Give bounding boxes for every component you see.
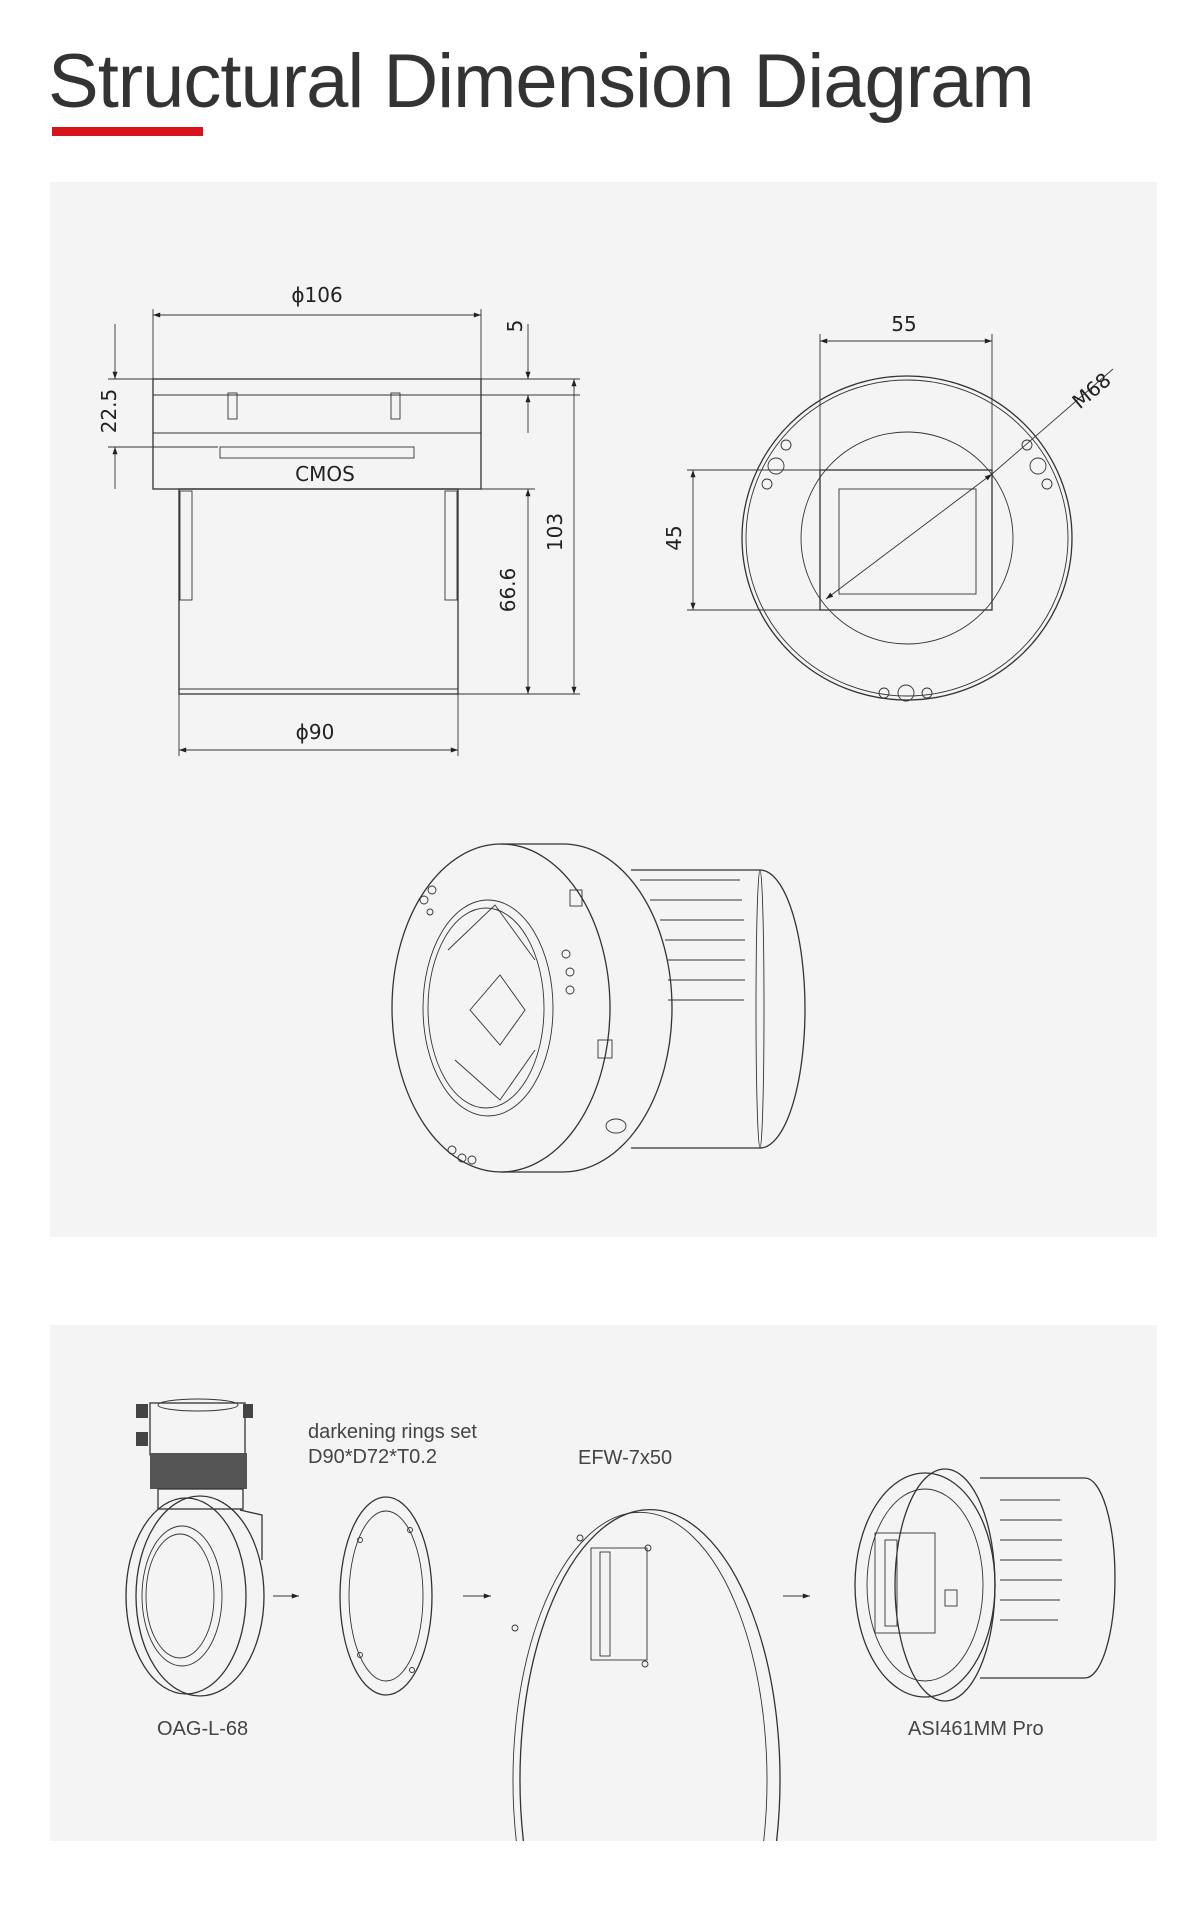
- flange-label: 5: [503, 320, 527, 333]
- darkening-ring-spec: D90*D72*T0.2: [308, 1446, 437, 1468]
- total-length-label: 103: [543, 513, 567, 551]
- bottom-diameter-label: ϕ90: [296, 720, 335, 744]
- oag-drawing: [125, 1398, 265, 1697]
- sensor-offset-label: 22.5: [97, 389, 121, 434]
- assembly-drawings: [125, 1398, 1116, 1842]
- asi-camera-drawing: [854, 1468, 1116, 1702]
- side-view: CMOS ϕ106 22.5 5 103 66.6 ϕ90: [97, 283, 580, 756]
- filter-wheel-drawing: [511, 1509, 781, 1842]
- front-view: M68 55 45: [662, 312, 1116, 702]
- top-diameter-label: ϕ106: [291, 283, 342, 307]
- body-length-label: 66.6: [496, 568, 520, 613]
- thread-label: M68: [1067, 368, 1115, 414]
- asi-camera-label: ASI461MM Pro: [908, 1718, 1044, 1740]
- height-label: 45: [662, 525, 686, 550]
- page-title: Structural Dimension Diagram: [48, 39, 1035, 124]
- cmos-label: CMOS: [295, 462, 355, 486]
- darkening-ring-label: darkening rings set: [308, 1421, 477, 1443]
- title-accent-bar: [52, 127, 203, 136]
- oag-label: OAG-L-68: [157, 1718, 249, 1740]
- assembly-diagram-panel: [50, 1325, 1157, 1841]
- darkening-ring-drawing: [339, 1496, 433, 1696]
- efw-label: EFW-7x50: [578, 1447, 673, 1469]
- width-label: 55: [891, 312, 916, 336]
- isometric-camera-view: [391, 843, 806, 1173]
